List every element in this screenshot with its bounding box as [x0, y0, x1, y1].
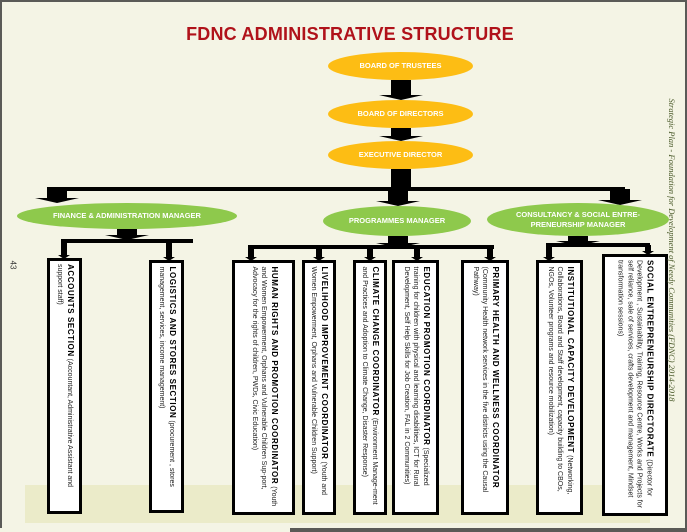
arrow-to-education — [411, 247, 423, 261]
node-label: BOARD OF TRUSTEES — [359, 61, 442, 70]
horizontal-bus-line — [47, 187, 625, 191]
finance-branch-line — [61, 239, 193, 243]
unit-title: INSTITUTIONAL CAPACITY DEVELOPMENT — [565, 266, 575, 453]
unit-title: HUMAN RIGHTS AND PROMOTION COORDINATOR — [269, 266, 279, 484]
page-edge — [0, 528, 290, 532]
unit-social-entrepreneurship: SOCIAL ENTREPRENEURSHIP DIRECTORATE (Dir… — [602, 254, 668, 516]
node-executive-director: EXECUTIVE DIRECTOR — [328, 141, 473, 169]
unit-accounts-section: ACCOUNTS SECTION (Accountant, Administra… — [47, 258, 82, 514]
unit-climate-change: CLIMATE CHANGE COORDINATOR (Environment … — [353, 260, 387, 515]
page-title: FDNC ADMINISTRATIVE STRUCTURE — [186, 24, 514, 44]
page-number-text: 43 — [8, 260, 18, 270]
unit-title: SOCIAL ENTREPRENEURSHIP DIRECTORATE — [645, 260, 655, 458]
arrow-to-human-rights — [245, 247, 257, 261]
arrow-executive-to-bus — [379, 169, 423, 192]
arrow-to-accounts — [58, 241, 70, 259]
unit-human-rights: HUMAN RIGHTS AND PROMOTION COORDINATOR (… — [232, 260, 295, 515]
arrow-to-logistics — [163, 241, 175, 261]
unit-desc: (Community Health network services in th… — [471, 266, 489, 492]
unit-education-promotion: EDUCATION PROMOTION COORDINATOR (Special… — [392, 260, 439, 515]
node-label: CONSULTANCY & SOCIAL ENTRE- PRENEURSHIP … — [515, 209, 641, 229]
unit-title: LIVELIHOOD IMPROVEMENT COORDINATOR — [320, 266, 329, 459]
node-programmes-manager: PROGRAMMES MANAGER — [323, 206, 471, 236]
node-label: BOARD OF DIRECTORS — [357, 109, 444, 118]
node-consultancy-manager: CONSULTANCY & SOCIAL ENTRE- PRENEURSHIP … — [487, 203, 669, 236]
arrow-to-programmes-manager — [376, 189, 420, 206]
node-board-of-trustees: BOARD OF TRUSTEES — [328, 52, 473, 80]
unit-primary-health: PRIMARY HEALTH AND WELLNESS COORDINATOR … — [461, 260, 509, 515]
arrow-finance-down — [105, 229, 149, 240]
arrow-to-primary-health — [484, 247, 496, 261]
unit-title: EDUCATION PROMOTION COORDINATOR — [421, 266, 431, 446]
arrow-to-consultancy-manager — [598, 189, 642, 205]
arrow-to-livelihood — [313, 247, 325, 261]
unit-title: ACCOUNTS SECTION — [65, 264, 75, 357]
arrow-to-social-entrepreneurship — [642, 245, 654, 255]
consultancy-branch-line — [546, 243, 650, 247]
node-finance-admin-manager: FINANCE & ADMINISTRATION MANAGER — [17, 203, 237, 229]
arrow-to-institutional — [543, 245, 555, 261]
unit-title: PRIMARY HEALTH AND WELLNESS COORDINATOR — [490, 266, 500, 488]
node-label: FINANCE & ADMINISTRATION MANAGER — [53, 211, 201, 220]
arrow-to-climate — [364, 247, 376, 261]
node-label: EXECUTIVE DIRECTOR — [358, 150, 443, 159]
arrow-directors-to-executive — [379, 128, 423, 141]
node-board-of-directors: BOARD OF DIRECTORS — [328, 100, 473, 128]
side-caption-text: Strategic Plan - Foundation for Developm… — [667, 98, 677, 402]
arrow-trustees-to-directors — [379, 80, 423, 100]
unit-livelihood: LIVELIHOOD IMPROVEMENT COORDINATOR (Yout… — [302, 260, 336, 515]
page-number: 43 — [6, 258, 20, 272]
node-label: PROGRAMMES MANAGER — [348, 216, 446, 225]
unit-title: CLIMATE CHANGE COORDINATOR — [371, 266, 380, 416]
unit-logistics-stores: LOGISTICS AND STORES SECTION (procuremen… — [149, 260, 184, 513]
unit-title: LOGISTICS AND STORES SECTION — [167, 266, 177, 418]
arrow-to-finance-manager — [35, 189, 79, 203]
unit-institutional-capacity: INSTITUTIONAL CAPACITY DEVELOPMENT (Netw… — [536, 260, 583, 515]
side-caption: Strategic Plan - Foundation for Developm… — [662, 85, 682, 415]
